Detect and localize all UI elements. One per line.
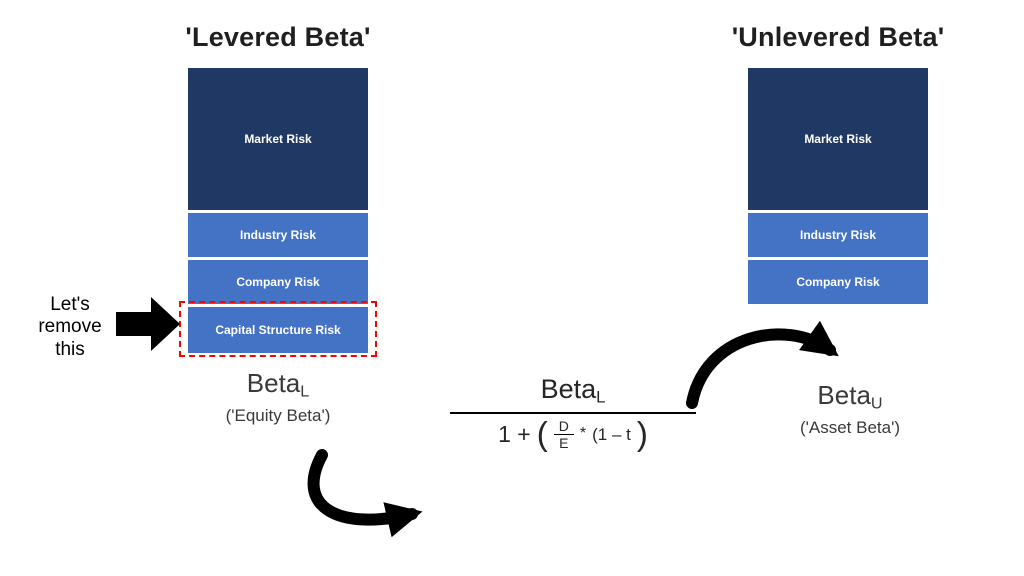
levered-segment-company-risk: Company Risk [188, 260, 368, 304]
debt-symbol: D [553, 418, 574, 435]
unlevered-segment-market-risk: Market Risk [748, 68, 928, 210]
segment-label: Capital Structure Risk [215, 323, 341, 337]
equity-beta-caption: ('Equity Beta') [225, 406, 331, 425]
beta-l-label: BetaL [188, 368, 368, 402]
formula-numerator-base: Beta [540, 374, 597, 404]
formula-numerator: BetaL [541, 374, 606, 412]
beta-u-subscript: U [870, 394, 883, 413]
segment-label: Market Risk [244, 132, 312, 146]
levered-segment-market-risk: Market Risk [188, 68, 368, 210]
segment-label: Industry Risk [799, 228, 877, 242]
unlevered-beta-title: 'Unlevered Beta' [731, 22, 945, 52]
levered-segment-capital-structure-risk: Capital Structure Risk [188, 307, 368, 353]
open-paren: ( [536, 415, 548, 453]
levered-to-formula-arrow [307, 449, 423, 538]
beta-u-base: Beta [817, 380, 871, 410]
remove-annotation: Let's remove this [38, 294, 102, 360]
unlever-formula: BetaL 1 + ( D E * (1 – t ) [450, 374, 696, 451]
unlevered-bar: Market Risk Industry Risk Company Risk [748, 68, 928, 307]
unlevered-segment-industry-risk: Industry Risk [748, 213, 928, 257]
remove-arrow-icon [116, 297, 180, 351]
formula-numerator-subscript: L [596, 387, 606, 407]
fraction-bar [450, 411, 696, 414]
beta-l-base: Beta [246, 368, 301, 398]
segment-label: Market Risk [804, 132, 872, 146]
beta-u-label: BetaU [760, 380, 940, 414]
asset-beta-caption: ('Asset Beta') [799, 418, 901, 437]
beta-l-subscript: L [300, 382, 310, 401]
levered-bar: Market Risk Industry Risk Company Risk C… [188, 68, 368, 356]
formula-denominator: 1 + ( D E * (1 – t ) [498, 414, 648, 451]
tax-term: (1 – t [592, 424, 631, 444]
segment-label: Industry Risk [239, 228, 317, 242]
formula-to-unlevered-arrow [686, 320, 839, 409]
multiply-operator: * [579, 425, 587, 443]
unlevered-segment-company-risk: Company Risk [748, 260, 928, 304]
debt-equity-fraction: D E [553, 418, 574, 451]
close-paren: ) [636, 415, 648, 453]
segment-label: Company Risk [236, 275, 320, 289]
formula-prefix: 1 + [498, 420, 531, 447]
equity-symbol: E [559, 434, 569, 451]
levered-beta-title: 'Levered Beta' [185, 22, 371, 52]
segment-label: Company Risk [796, 275, 880, 289]
levered-segment-industry-risk: Industry Risk [188, 213, 368, 257]
